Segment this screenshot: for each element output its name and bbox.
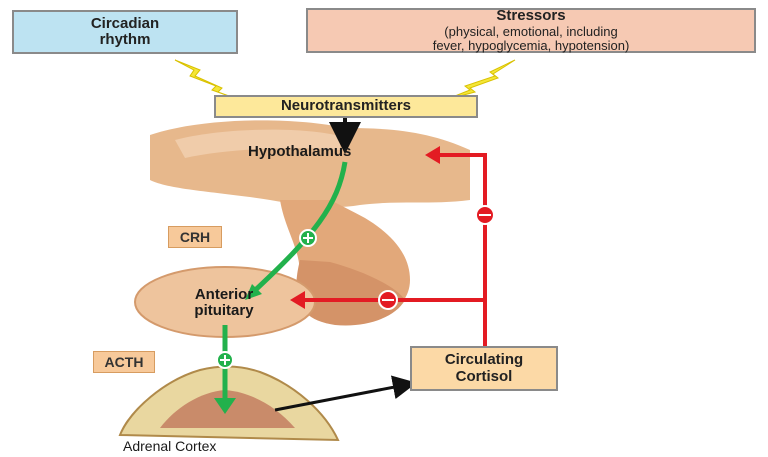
circadian-rhythm-box: Circadian rhythm [12, 10, 238, 54]
plus-sign-crh-icon [300, 230, 316, 246]
lightning-bolt-right-icon [445, 60, 515, 100]
circulating-cortisol-box: Circulating Cortisol [410, 346, 558, 391]
stressors-line-1: (physical, emotional, including [444, 25, 617, 39]
circadian-line-2: rhythm [100, 32, 151, 48]
plus-sign-acth-icon [217, 352, 233, 368]
cortisol-line-2: Cortisol [456, 369, 513, 385]
crh-tag: CRH [168, 226, 222, 248]
lightning-bolt-left-icon [175, 60, 240, 100]
pituitary-line-2: pituitary [170, 303, 278, 319]
minus-sign-pituitary-icon [379, 291, 397, 309]
neurotransmitters-label: Neurotransmitters [281, 98, 411, 114]
acth-tag: ACTH [93, 351, 155, 373]
stressors-title: Stressors [496, 8, 565, 24]
stressors-line-2: fever, hypoglycemia, hypotension) [433, 39, 630, 53]
neurotransmitters-box: Neurotransmitters [214, 95, 478, 118]
stressors-box: Stressors (physical, emotional, includin… [306, 8, 756, 53]
hypothalamus-label: Hypothalamus [248, 144, 351, 160]
circadian-line-1: Circadian [91, 16, 159, 32]
minus-sign-hypothalamus-icon [476, 206, 494, 224]
cortisol-line-1: Circulating [445, 352, 523, 368]
adrenal-cortex-label: Adrenal Cortex [123, 439, 216, 454]
anterior-pituitary-label: Anterior pituitary [170, 287, 278, 319]
pituitary-line-1: Anterior [170, 287, 278, 303]
